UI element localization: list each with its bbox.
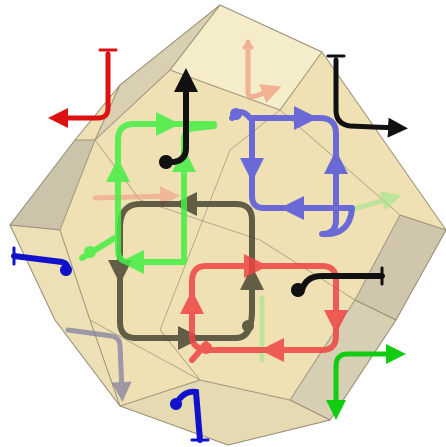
green-corner-arrow-bottom-right <box>326 344 406 420</box>
black-corner-arrow-top-right <box>326 54 408 138</box>
blue-corner-arrow-left <box>11 246 72 276</box>
faded-slate-corner-arrow <box>65 327 132 402</box>
face-bottom <box>118 379 332 446</box>
black-corner-arrow-right <box>291 266 385 297</box>
polyhedron <box>9 4 446 446</box>
green-loop <box>79 112 217 274</box>
blue-corner-arrow-bottom <box>170 388 210 443</box>
faded-red-corner-arrow <box>242 39 282 103</box>
blue-loop <box>229 106 355 238</box>
red-loop <box>180 254 348 363</box>
black-corner-arrow-top <box>159 68 198 169</box>
faded-salmon-loop-segment <box>92 186 180 207</box>
red-corner-arrow <box>48 48 118 128</box>
